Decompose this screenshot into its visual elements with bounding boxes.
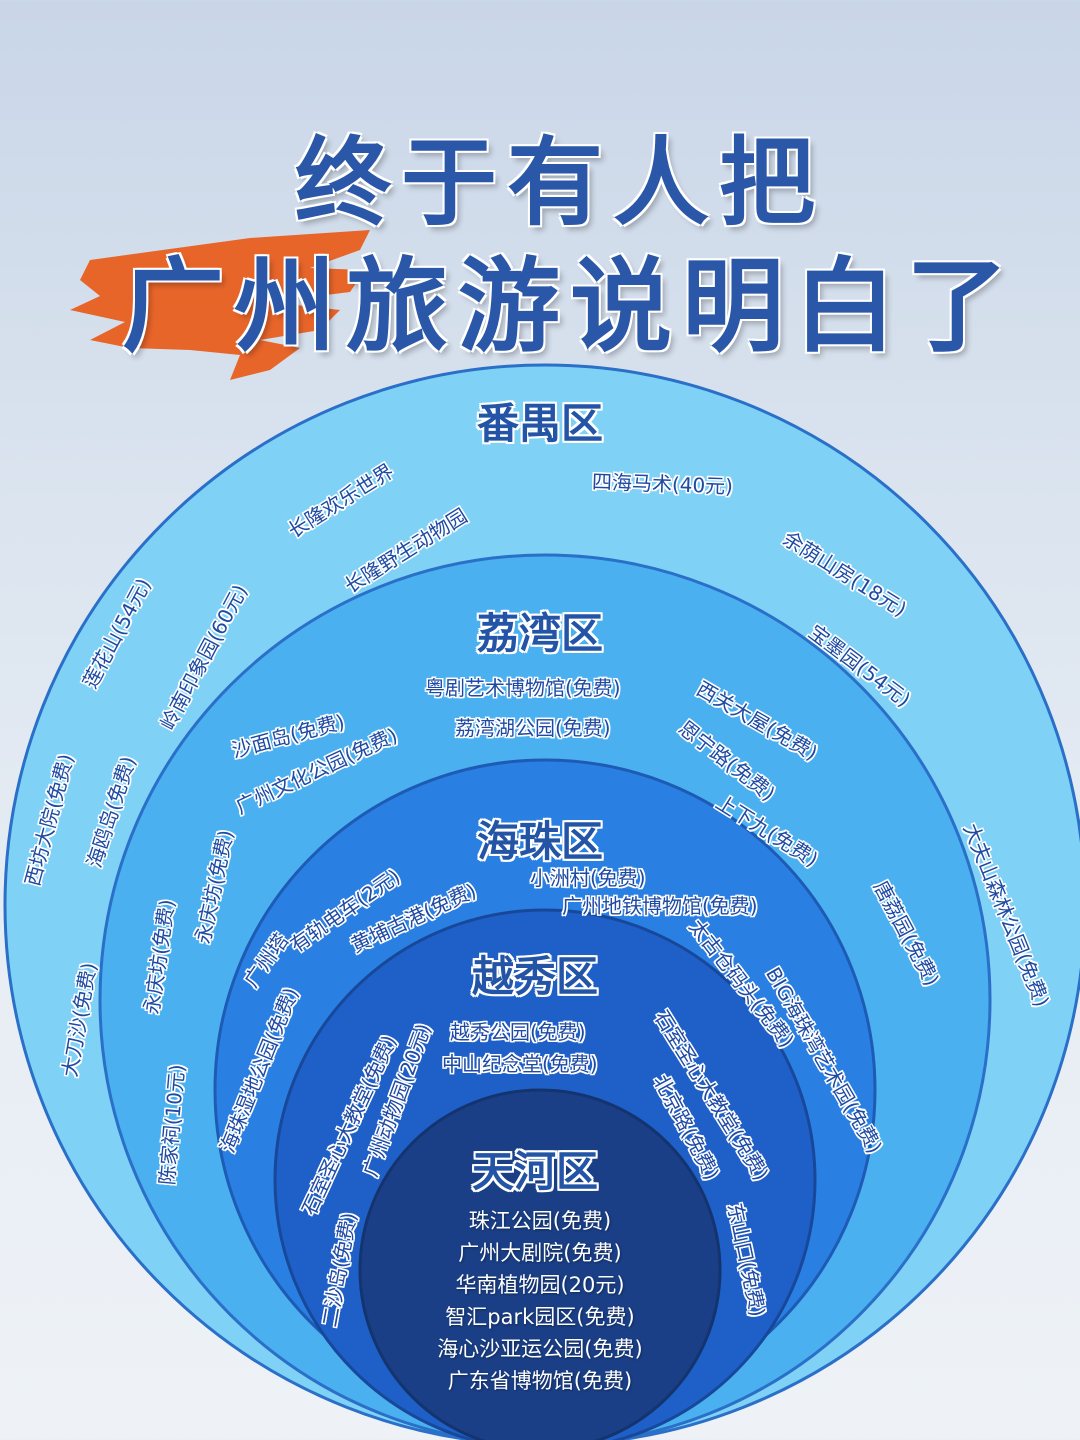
spot-label: 广东省博物馆(免费) [447, 1369, 633, 1393]
brush-stroke-decoration [70, 230, 370, 380]
spot-label: 华南植物园(20元) [455, 1273, 625, 1297]
title-area: 终于有人把 广州旅游说明白了 [0, 0, 1080, 380]
district-title-panyu: 番禺区 [476, 399, 604, 448]
spot-label: 珠江公园(免费) [468, 1209, 612, 1233]
district-title-yuexiu: 越秀区 [471, 952, 599, 1001]
spot-label: 广州地铁博物馆(免费) [562, 894, 758, 918]
spot-label: 中山纪念堂(免费) [442, 1052, 598, 1076]
title-line-1: 终于有人把 [295, 127, 825, 239]
spot-label: 广州大剧院(免费) [458, 1241, 622, 1265]
spot-label: 四海马术(40元) [591, 469, 734, 499]
tianhe-spot-list: 珠江公园(免费) 广州大剧院(免费) 华南植物园(20元) 智汇park园区(免… [437, 1205, 642, 1397]
district-title-tianhe: 天河区 [471, 1147, 599, 1196]
district-title-haizhu: 海珠区 [476, 817, 604, 866]
spot-label: 粤剧艺术博物馆(免费) [425, 676, 621, 700]
spot-label: 小洲村(免费) [530, 866, 646, 890]
title-line-2: 广州旅游说明白了 [122, 248, 1018, 367]
ring-tianhe [358, 1088, 722, 1440]
spot-label: 智汇park园区(免费) [445, 1305, 635, 1329]
district-title-liwan: 荔湾区 [476, 609, 604, 658]
spot-label: 越秀公园(免费) [450, 1020, 586, 1044]
spot-label: 荔湾湖公园(免费) [455, 716, 611, 740]
spot-label: 海心沙亚运公园(免费) [437, 1337, 643, 1361]
